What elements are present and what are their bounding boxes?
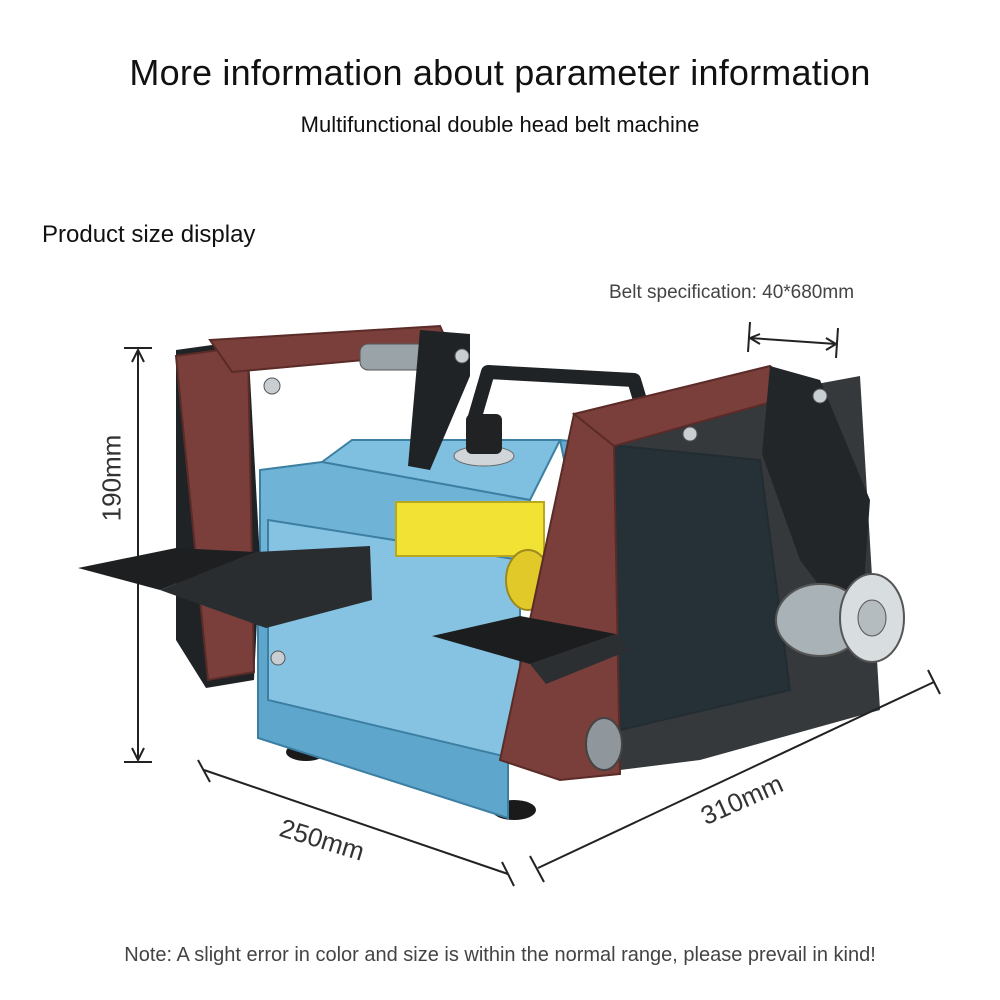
belt-spec-label: Belt specification: 40*680mm — [609, 282, 855, 303]
section-label: Product size display — [42, 221, 256, 248]
page-title: More information about parameter informa… — [129, 52, 871, 93]
disclaimer-note: Note: A slight error in color and size i… — [124, 944, 876, 966]
height-dimension-label: 190mm — [96, 434, 127, 522]
machine-body — [78, 324, 905, 820]
dimension-lines — [124, 321, 941, 887]
page-subtitle: Multifunctional double head belt machine — [300, 112, 700, 137]
